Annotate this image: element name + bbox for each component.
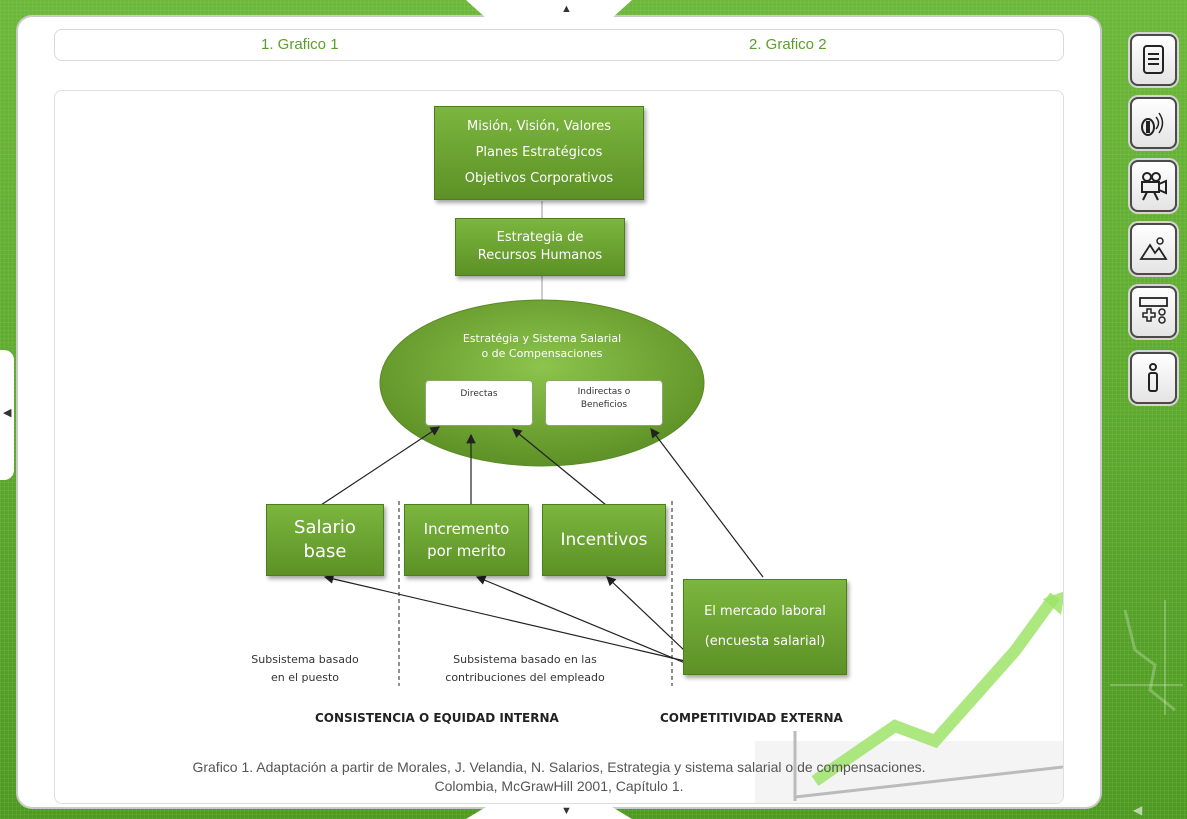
image-icon: [1139, 237, 1168, 260]
incremento-line-2: por merito: [427, 542, 506, 560]
mission-vision-box: Misión, Visión, Valores Planes Estratégi…: [434, 106, 644, 200]
decorative-growth-chart: [1110, 600, 1183, 715]
incentivos-box: Incentivos: [542, 504, 666, 576]
salario-line-2: base: [303, 541, 347, 562]
chevron-up-icon[interactable]: ▲: [561, 3, 572, 15]
subsistema-empleado-line-2: contribuciones del empleado: [445, 671, 605, 684]
document-button[interactable]: [1130, 34, 1177, 86]
salario-base-box: Salario base: [266, 504, 384, 576]
tab-grafico-2[interactable]: 2. Grafico 2: [749, 36, 827, 53]
collapse-left-tab[interactable]: [0, 350, 14, 480]
subsistema-empleado-label: Subsistema basado en las contribuciones …: [425, 651, 625, 687]
indirect-line-1: Indirectas o: [577, 387, 631, 397]
image-button[interactable]: [1130, 223, 1177, 275]
subsistema-puesto-label: Subsistema basado en el puesto: [240, 651, 370, 687]
subsistema-empleado-line-1: Subsistema basado en las: [453, 653, 597, 666]
incremento-box: Incremento por merito: [404, 504, 529, 576]
competitividad-label: COMPETITIVIDAD EXTERNA: [660, 711, 843, 725]
incremento-line-1: Incremento: [423, 520, 510, 538]
plans-line: Planes Estratégicos: [475, 145, 603, 160]
expand-bottom-tab[interactable]: [466, 807, 632, 819]
salario-line-1: Salario: [294, 517, 356, 538]
objectives-line: Objetivos Corporativos: [464, 171, 614, 186]
tab-grafico-1[interactable]: 1. Grafico 1: [261, 36, 339, 53]
incentivos-label: Incentivos: [560, 530, 648, 550]
info-icon: [1148, 363, 1158, 392]
ellipse-title-line-1: Estratégia y Sistema Salarial: [462, 332, 622, 345]
document-icon: [1143, 45, 1164, 74]
direct-label: Directas: [460, 389, 498, 399]
chevron-left-small-icon[interactable]: ◀: [1133, 803, 1143, 817]
gamepad-icon: [1139, 297, 1168, 324]
mercado-line-1: El mercado laboral: [704, 604, 826, 619]
figure-caption: Grafico 1. Adaptación a partir de Morale…: [55, 758, 1063, 796]
hr-strategy-box: Estrategia de Recursos Humanos: [455, 218, 625, 276]
indirect-line-2: Beneficios: [580, 400, 628, 410]
hr-strategy-line-2: Recursos Humanos: [477, 248, 603, 263]
caption-line-1: Grafico 1. Adaptación a partir de Morale…: [192, 759, 926, 775]
diagram-area: Misión, Visión, Valores Planes Estratégi…: [54, 90, 1064, 804]
chevron-left-icon[interactable]: ◀: [3, 407, 12, 419]
caption-line-2: Colombia, McGrawHill 2001, Capítulo 1.: [434, 778, 684, 794]
chevron-down-icon[interactable]: ▼: [561, 805, 572, 817]
direct-box: Directas: [425, 380, 533, 426]
mercado-line-2: (encuesta salarial): [704, 634, 826, 649]
ellipse-title-line-2: o de Compensaciones: [481, 347, 603, 360]
hr-strategy-line-1: Estrategia de: [496, 230, 584, 245]
collapse-top-tab[interactable]: [466, 0, 632, 18]
consistencia-label: CONSISTENCIA O EQUIDAD INTERNA: [315, 711, 559, 725]
indirect-box: Indirectas o Beneficios: [545, 380, 663, 426]
tab-bar: 1. Grafico 1 2. Grafico 2: [54, 29, 1064, 61]
audio-icon: [1141, 112, 1164, 136]
audio-button[interactable]: [1130, 97, 1177, 149]
video-camera-icon: [1141, 172, 1167, 201]
ellipse-title: Estratégia y Sistema Salarial o de Compe…: [415, 331, 669, 361]
mission-line: Misión, Visión, Valores: [467, 119, 611, 134]
video-button[interactable]: [1130, 160, 1177, 212]
info-button[interactable]: [1130, 352, 1177, 404]
subsistema-puesto-line-2: en el puesto: [270, 671, 340, 684]
activity-button[interactable]: [1130, 286, 1177, 338]
mercado-laboral-box: El mercado laboral (encuesta salarial): [683, 579, 847, 675]
subsistema-puesto-line-1: Subsistema basado: [251, 653, 359, 666]
